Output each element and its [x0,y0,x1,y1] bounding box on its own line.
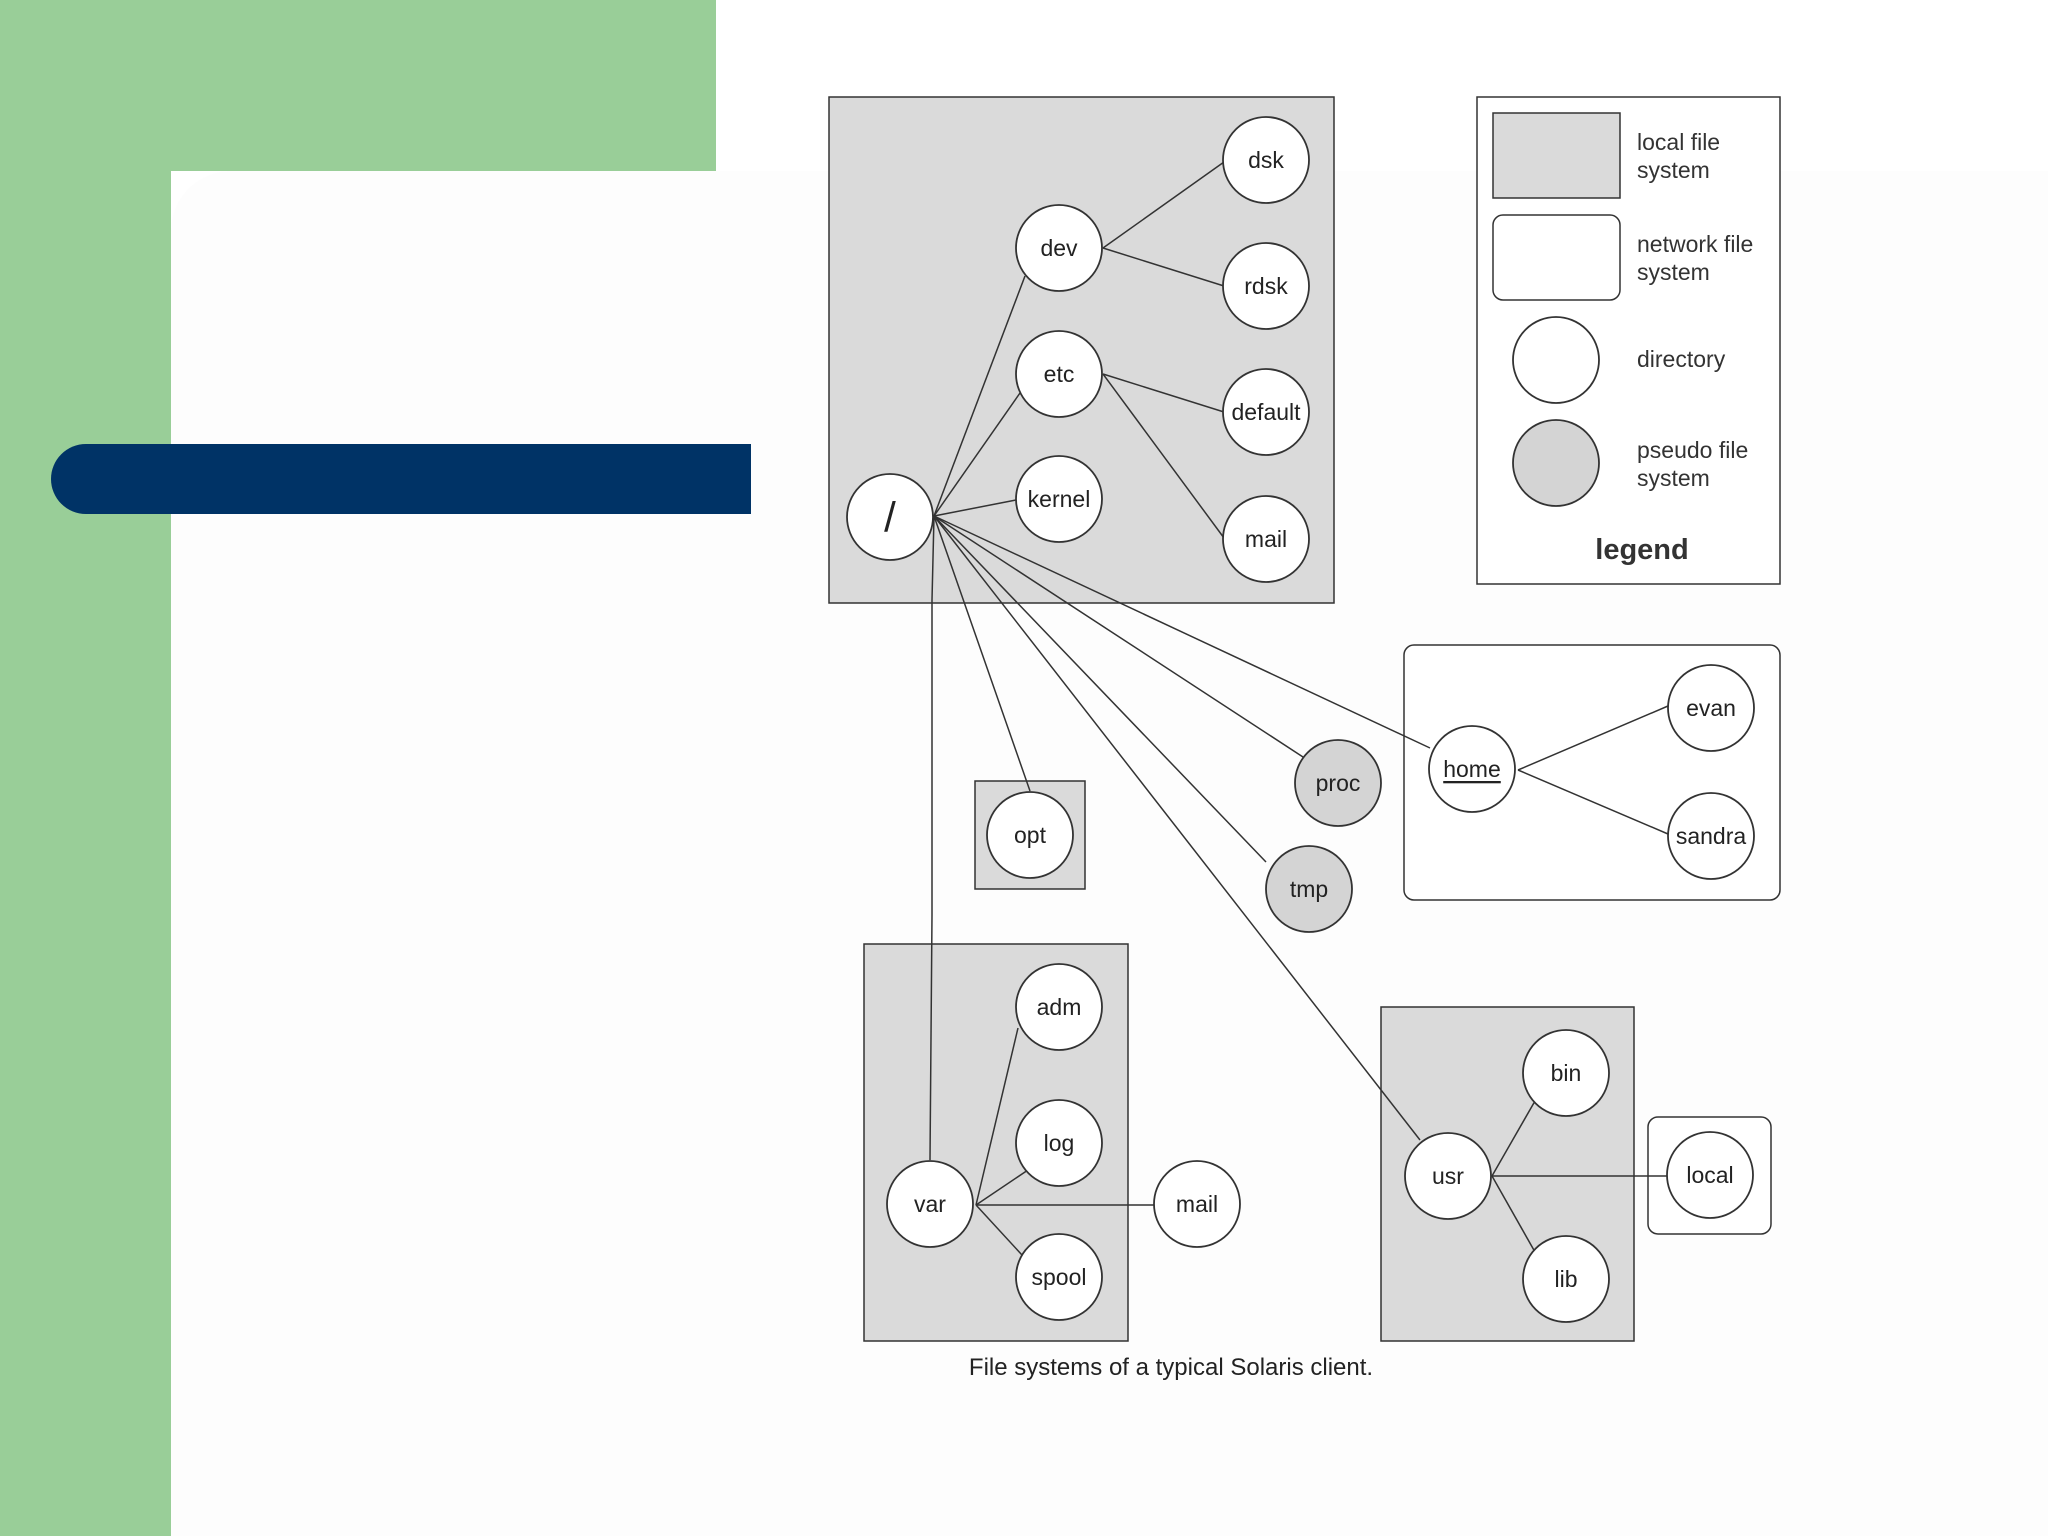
legend: local file system network file system di… [1476,96,1781,585]
label-sandra: sandra [1676,823,1747,849]
node-etc [1015,330,1103,418]
legend-pseudo-fs-line1: pseudo file [1637,437,1748,463]
node-bin [1522,1029,1610,1117]
label-local: local [1686,1162,1733,1188]
node-home [1428,725,1516,813]
legend-network-fs-swatch [1492,214,1621,301]
node-log [1015,1099,1103,1187]
node-spool [1015,1233,1103,1321]
label-log: log [1044,1130,1075,1156]
node-tmp [1265,845,1353,933]
top-green-band [0,0,716,171]
label-etc-mail: mail [1245,526,1287,552]
node-var-mail [1153,1160,1241,1248]
label-tmp: tmp [1290,876,1328,902]
node-usr [1404,1132,1492,1220]
diagram-caption: File systems of a typical Solaris client… [969,1354,1373,1381]
legend-directory-swatch [1512,316,1600,404]
label-var: var [914,1191,946,1217]
node-root [846,473,934,561]
label-opt: opt [1014,822,1047,848]
side-green-band [0,0,171,1536]
node-dsk [1222,116,1310,204]
label-adm: adm [1037,994,1082,1020]
label-usr: usr [1432,1163,1464,1189]
label-default: default [1231,399,1301,425]
label-kernel: kernel [1028,486,1091,512]
node-default [1222,368,1310,456]
node-etc-mail [1222,495,1310,583]
label-spool: spool [1032,1264,1087,1290]
node-rdsk [1222,242,1310,330]
legend-local-fs-swatch [1492,112,1621,199]
node-opt [986,791,1074,879]
label-proc: proc [1316,770,1361,796]
label-evan: evan [1686,695,1736,721]
label-var-mail: mail [1176,1191,1218,1217]
label-rdsk: rdsk [1244,273,1288,299]
label-bin: bin [1551,1060,1582,1086]
node-evan [1667,664,1755,752]
label-dsk: dsk [1248,147,1284,173]
legend-network-fs-line1: network file [1637,231,1753,257]
legend-title: legend [1595,534,1688,566]
node-adm [1015,963,1103,1051]
legend-directory: directory [1637,346,1726,372]
label-lib: lib [1554,1266,1577,1292]
node-kernel [1015,455,1103,543]
legend-pseudo-fs-line2: system [1637,465,1710,491]
node-proc [1294,739,1382,827]
legend-pseudo-fs-swatch [1512,419,1600,507]
node-local [1666,1131,1754,1219]
tree-edges [929,161,1669,1256]
node-lib [1522,1235,1610,1323]
legend-local-fs-line1: local file [1637,129,1720,155]
label-home: home [1443,756,1501,782]
legend-local-fs-line2: system [1637,157,1710,183]
legend-network-fs-line2: system [1637,259,1710,285]
label-dev: dev [1040,235,1078,261]
node-dev [1015,204,1103,292]
node-var [886,1160,974,1248]
label-root: / [884,494,896,541]
label-etc: etc [1044,361,1075,387]
title-bar [51,444,751,514]
node-sandra [1667,792,1755,880]
